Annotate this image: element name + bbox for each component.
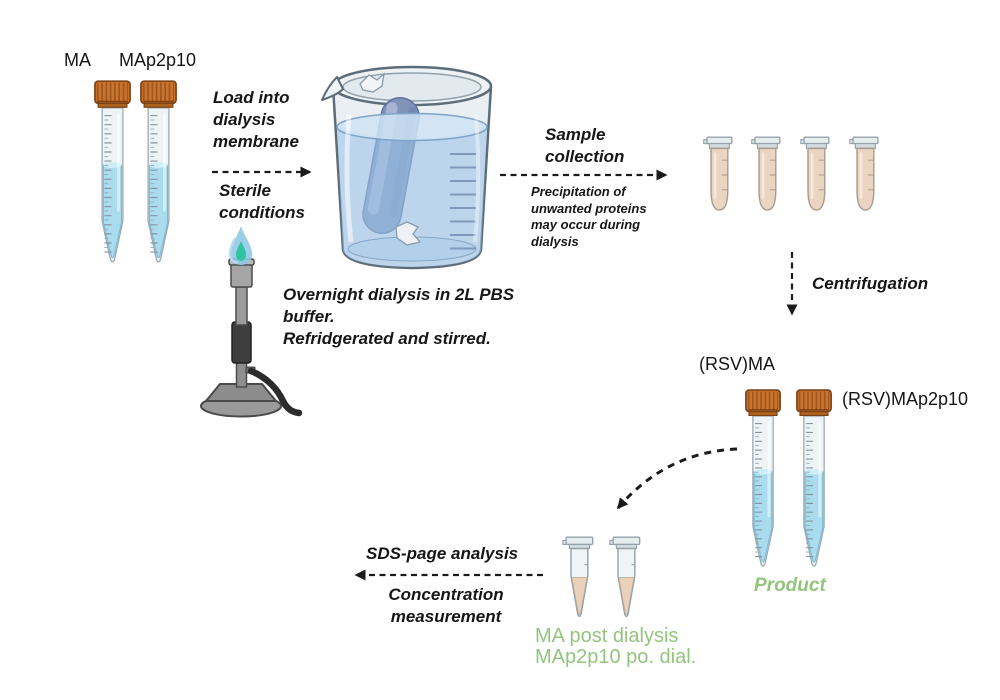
product-caption: Product: [754, 575, 826, 596]
water-surface: [336, 112, 488, 142]
falcon-tube-ma: [95, 81, 130, 262]
dialysis-beaker: [321, 65, 493, 270]
centrifugation-label: Centrifugation: [812, 274, 929, 293]
beaker-spout: [321, 76, 344, 101]
sterile-conditions-label: Sterile conditions: [219, 181, 305, 222]
step-load-label: Load into dialysis membrane: [213, 88, 299, 151]
falcon-tube-map2p10: [141, 81, 176, 262]
membrane-top-tie: [359, 72, 385, 93]
sample-tube-3: [801, 137, 829, 210]
precipitation-note: Precipitation of unwanted proteins may o…: [531, 184, 647, 249]
sample-tube-2: [752, 137, 780, 210]
membrane-bottom-knot: [395, 221, 422, 246]
burner-flame-icon: [228, 226, 253, 265]
arrow-to-post-dialysis: [616, 447, 738, 510]
falcon-tube-rsvmap2p10: [797, 390, 831, 566]
product-tube-a-label: (RSV)MA: [699, 354, 775, 374]
sds-page-label: SDS-page analysis: [366, 544, 519, 563]
input-tube-b-label: MAp2p10: [119, 50, 197, 70]
pbs-buffer: [337, 127, 487, 267]
gas-hose: [247, 367, 303, 417]
sample-tube-4: [850, 137, 878, 210]
bunsen-burner: [200, 226, 303, 418]
sample-collection-label: Sample collection: [545, 125, 625, 166]
product-tube-b-label: (RSV)MAp2p10: [842, 389, 969, 409]
post-dialysis-tube-2: [609, 536, 641, 618]
post-dialysis-caption: MA post dialysis MAp2p10 po. dial.: [535, 625, 697, 669]
input-tube-a-label: MA: [64, 50, 91, 70]
burner-collar: [231, 321, 252, 364]
concentration-label: Concentration measurement: [388, 585, 504, 626]
post-dialysis-tube-1: [562, 536, 594, 618]
falcon-tube-rsvma: [746, 390, 780, 566]
sample-tube-1: [704, 137, 732, 210]
dialysis-note: Overnight dialysis in 2L PBS buffer. Ref…: [283, 285, 515, 348]
